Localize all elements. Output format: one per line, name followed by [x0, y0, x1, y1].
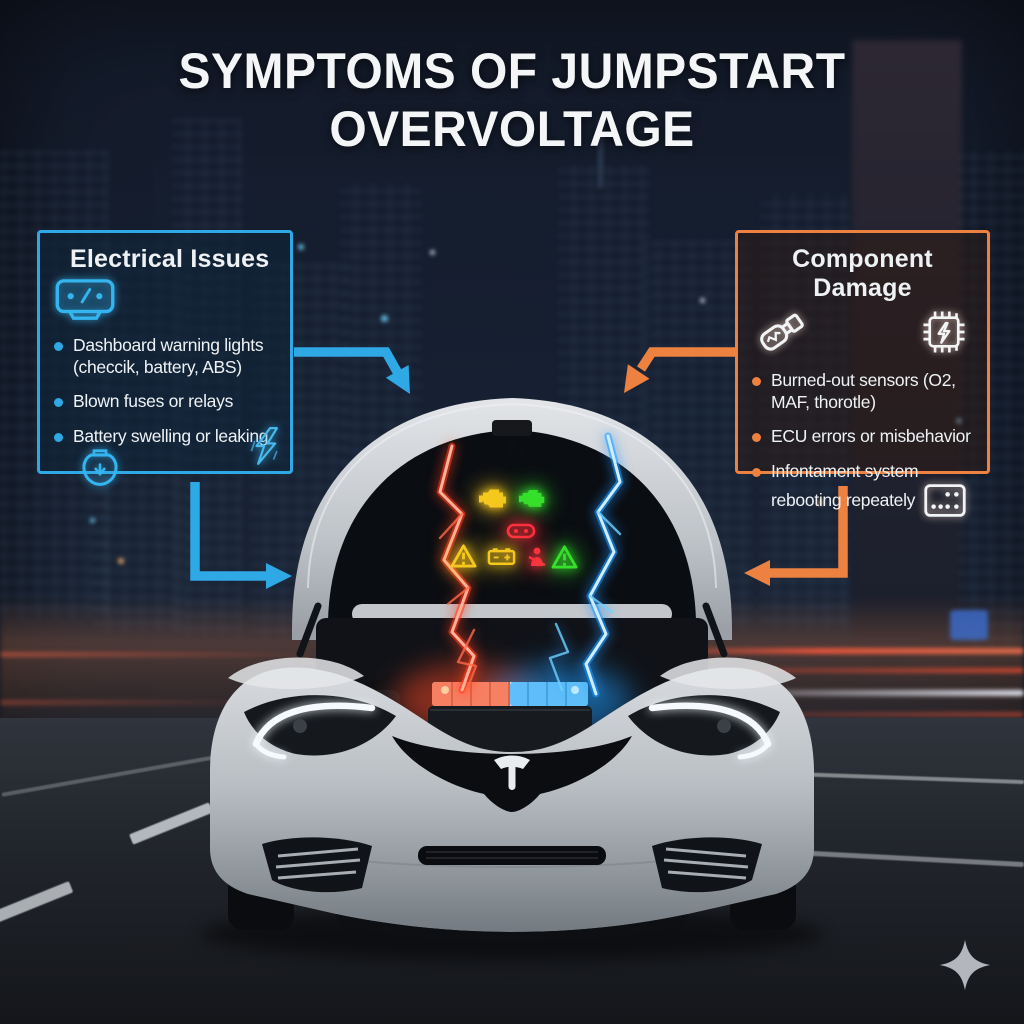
left-drl-strip	[252, 702, 376, 748]
blue-lightning-bolt	[548, 432, 624, 698]
taillight-streak	[0, 652, 330, 657]
open-hood-lid	[292, 398, 732, 658]
bullet-text: Dashboard warning lights (checcik, batte…	[73, 335, 264, 377]
oxygen-sensor-icon	[756, 310, 808, 359]
check-engine-warning-icon	[518, 487, 548, 508]
bullet-dot	[752, 468, 761, 478]
electrical-issues-heading: Electrical Issues	[70, 245, 270, 273]
electrical-issues-box: Electrical Issues Dashboard warning ligh…	[37, 230, 293, 486]
bokeh-light	[118, 558, 124, 564]
red-lightning-bolt	[436, 442, 478, 694]
lower-grille	[418, 846, 606, 865]
check-engine-warning-icon	[478, 486, 510, 509]
front-nose	[392, 736, 632, 812]
title-line-2: OVERVOLTAGE	[329, 101, 695, 157]
front-bumper	[262, 837, 762, 893]
bokeh-light	[298, 244, 304, 250]
list-item: Infontament system rebooting repeately	[752, 461, 973, 518]
road-sign	[950, 610, 988, 640]
list-item: Battery swelling or leaking	[54, 426, 276, 488]
battery-swelling-icon	[82, 449, 118, 486]
headlight-streak	[660, 690, 1024, 696]
list-item: ECU errors or misbehavior	[752, 426, 973, 448]
headlights	[244, 695, 780, 760]
taillight-streak	[590, 668, 1024, 673]
page-title: SYMPTOMS OF JUMPSTART OVERVOLTAGE	[20, 42, 1003, 158]
bullet-text: Battery swelling or leaking	[73, 426, 269, 447]
lightning-scribble-icon	[248, 425, 282, 467]
taillight-streak	[0, 700, 280, 705]
warning-triangle-icon	[450, 544, 477, 568]
right-drl-strip	[648, 702, 772, 748]
bullet-dot	[752, 377, 761, 386]
title-line-1: SYMPTOMS OF JUMPSTART	[178, 43, 846, 99]
seatbelt-reminder-icon	[525, 545, 549, 569]
component-damage-heading: Component Damage	[792, 245, 933, 302]
bullet-text: Burned-out sensors (O2, MAF, thorotle)	[771, 370, 956, 412]
hood-latch	[492, 420, 532, 436]
dashboard-cluster-icon	[54, 278, 116, 327]
tesla-t-badge	[494, 755, 530, 790]
coolant-warning-icon	[506, 522, 536, 540]
battery-warning-icon	[487, 546, 516, 566]
list-item: Blown fuses or relays	[54, 391, 276, 413]
bokeh-light	[430, 250, 435, 255]
bullet-dot	[752, 433, 761, 443]
bokeh-light	[90, 518, 95, 523]
bullet-dot	[54, 398, 63, 408]
warning-triangle-icon	[551, 545, 578, 569]
bullet-dot	[54, 433, 63, 443]
infotainment-screen-icon	[924, 483, 966, 517]
building-spire	[598, 118, 603, 188]
list-item: Dashboard warning lights (checcik, batte…	[54, 335, 276, 378]
bokeh-light	[700, 298, 705, 303]
bokeh-light	[381, 315, 388, 322]
four-point-star-icon	[936, 936, 994, 994]
bullet-dot	[54, 342, 63, 351]
bullet-text: ECU errors or misbehavior	[771, 426, 971, 447]
taillight-streak	[620, 648, 1024, 654]
taillight-streak	[620, 712, 1024, 717]
list-item: Burned-out sensors (O2, MAF, thorotle)	[752, 370, 973, 413]
bullet-text: Infontament system rebooting repeately	[771, 461, 919, 510]
chip-lightning-icon	[919, 307, 969, 362]
bullet-text: Blown fuses or relays	[73, 391, 234, 412]
component-damage-box: Component Damage Burned-out sensors (O2,…	[735, 230, 990, 517]
